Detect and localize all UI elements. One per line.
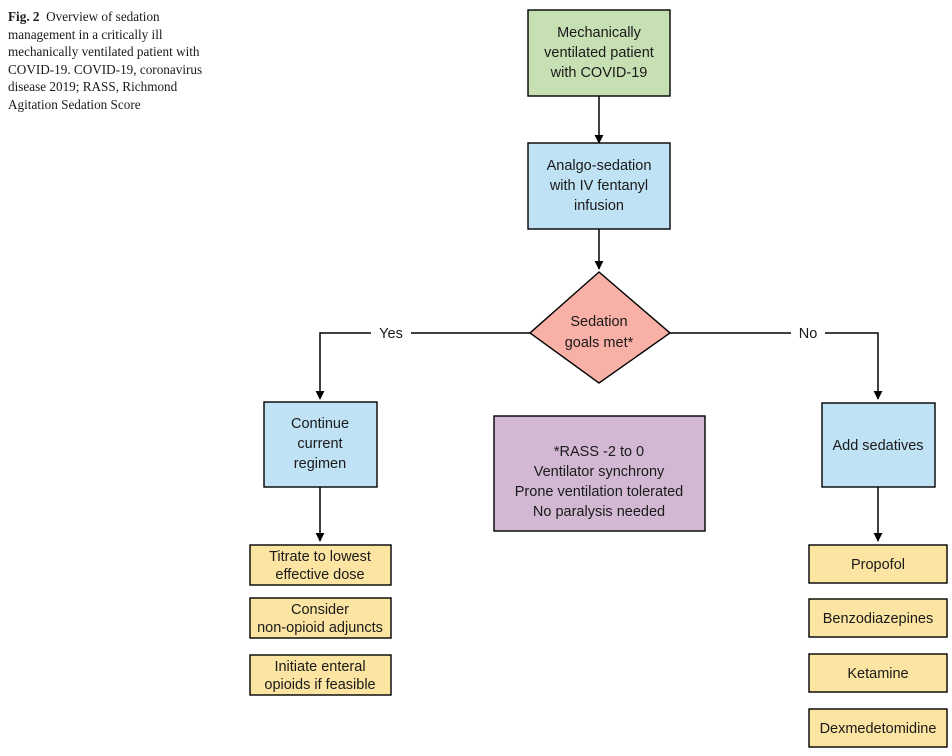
node-legend-line-1: *RASS -2 to 0 [554, 444, 644, 460]
node-analgo-line-2: with IV fentanyl [549, 178, 648, 194]
edge-label-no: No [799, 326, 818, 342]
node-add-sedatives[interactable]: Add sedatives [821, 402, 936, 488]
node-addsedatives-line-1: Add sedatives [832, 438, 923, 454]
node-enteral-line-1: Initiate enteral [274, 659, 365, 675]
node-dexmedetomidine-label: Dexmedetomidine [820, 721, 937, 737]
node-benzodiazepines-label: Benzodiazepines [823, 611, 933, 627]
node-titrate-shape[interactable] [249, 544, 392, 586]
node-continue-line-2: current [297, 436, 342, 452]
node-sedation-goals-met-decision[interactable]: Sedation goals met* [528, 271, 672, 384]
node-legend-line-2: Ventilator synchrony [534, 464, 665, 480]
node-decision-line-1: Sedation [570, 314, 627, 330]
node-propofol-shape[interactable] [808, 544, 948, 584]
node-addsedatives-shape[interactable] [821, 402, 936, 488]
node-ketamine[interactable]: Ketamine [808, 653, 948, 693]
edge-label-yes: Yes [379, 326, 403, 342]
node-start-line-2: ventilated patient [544, 45, 654, 61]
node-continue-line-3: regimen [294, 456, 346, 472]
node-legend-shape [493, 415, 706, 532]
figure-caption: Fig. 2 Overview of sedation management i… [8, 8, 226, 114]
node-continue-current-regimen[interactable]: Continue current regimen [263, 401, 378, 488]
connectors [315, 96, 883, 542]
node-analgo-line-3: infusion [574, 198, 624, 214]
node-decision-line-2: goals met* [565, 335, 634, 351]
node-analgo-line-1: Analgo-sedation [547, 158, 652, 174]
node-continue-line-1: Continue [291, 416, 349, 432]
node-titrate-line-2: effective dose [275, 567, 364, 583]
node-mechanically-ventilated-patient[interactable]: Mechanically ventilated patient with COV… [527, 9, 671, 97]
node-titrate-to-lowest-effective-dose[interactable]: Titrate to lowest effective dose [249, 544, 392, 586]
node-enteral-line-2: opioids if feasible [264, 677, 375, 693]
node-legend-line-4: No paralysis needed [533, 504, 665, 520]
node-start-shape[interactable] [527, 9, 671, 97]
node-decision-shape[interactable] [528, 271, 672, 384]
node-adjuncts-shape[interactable] [249, 597, 392, 639]
figure-number: Fig. 2 [8, 9, 40, 24]
node-consider-non-opioid-adjuncts[interactable]: Consider non-opioid adjuncts [249, 597, 392, 639]
node-ketamine-shape[interactable] [808, 653, 948, 693]
node-analgo-shape[interactable] [527, 142, 671, 230]
node-initiate-enteral-opioids[interactable]: Initiate enteral opioids if feasible [249, 654, 392, 696]
node-dexmedetomidine-shape[interactable] [808, 708, 948, 748]
node-ketamine-label: Ketamine [847, 666, 908, 682]
node-start-line-1: Mechanically [557, 25, 642, 41]
node-start-line-3: with COVID-19 [550, 65, 648, 81]
node-propofol-label: Propofol [851, 557, 905, 573]
node-dexmedetomidine[interactable]: Dexmedetomidine [808, 708, 948, 748]
node-titrate-line-1: Titrate to lowest [269, 549, 371, 565]
edge-decision-to-addsedatives [670, 332, 883, 400]
node-continue-shape[interactable] [263, 401, 378, 488]
edge-decision-to-continue [315, 332, 530, 400]
node-propofol[interactable]: Propofol [808, 544, 948, 584]
node-adjuncts-line-2: non-opioid adjuncts [257, 620, 383, 636]
node-analgo-sedation[interactable]: Analgo-sedation with IV fentanyl infusio… [527, 142, 671, 230]
node-benzodiazepines[interactable]: Benzodiazepines [808, 598, 948, 638]
edge-label-masks [371, 324, 825, 342]
node-benzodiazepines-shape[interactable] [808, 598, 948, 638]
node-legend-line-3: Prone ventilation tolerated [515, 484, 683, 500]
node-enteral-shape[interactable] [249, 654, 392, 696]
node-adjuncts-line-1: Consider [291, 602, 349, 618]
node-rass-criteria-legend: *RASS -2 to 0 Ventilator synchrony Prone… [493, 415, 706, 532]
figure-caption-text: Overview of sedation management in a cri… [8, 9, 203, 112]
